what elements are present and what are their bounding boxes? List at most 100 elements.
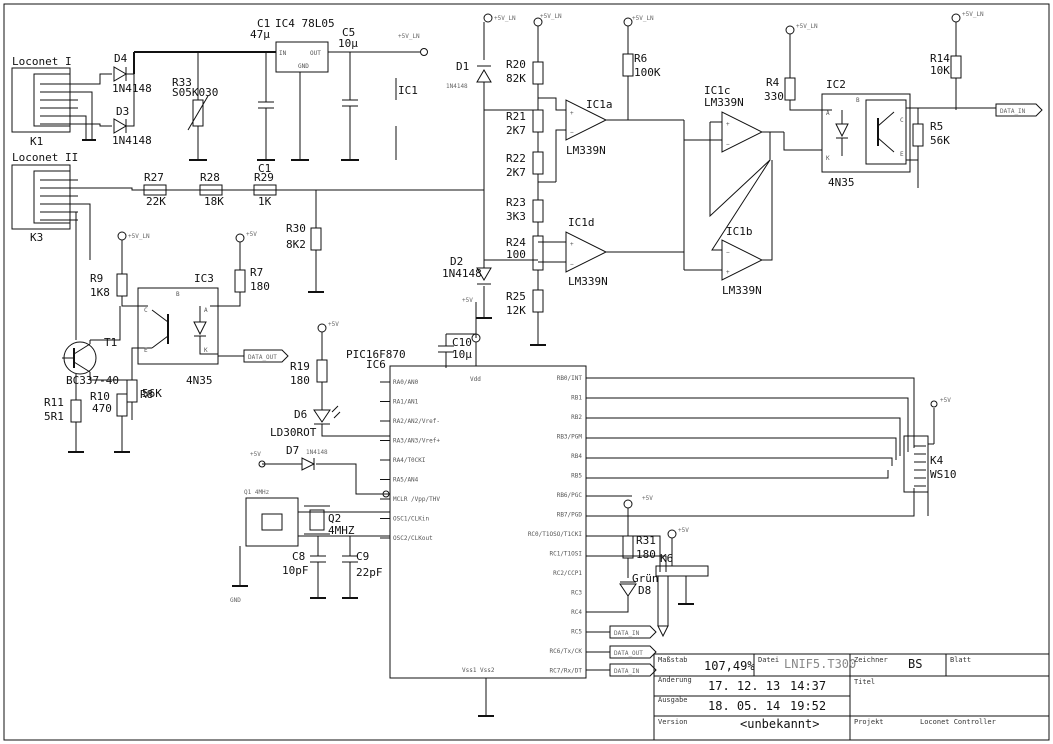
- svg-text:−: −: [726, 141, 730, 148]
- svg-text:DATA_OUT: DATA_OUT: [614, 650, 643, 657]
- pic-pin-right-label: RB1: [571, 395, 582, 402]
- sheet-border: [3, 3, 1050, 741]
- svg-text:IC3: IC3: [194, 272, 214, 285]
- svg-text:LD30ROT: LD30ROT: [270, 426, 317, 439]
- svg-text:470: 470: [92, 402, 112, 415]
- pic-pin-left-label: RA4/T0CKI: [393, 457, 426, 464]
- pic-pin-right-label: RC6/Tx/CK: [549, 648, 582, 655]
- pic-pin-right-label: RB5: [571, 473, 582, 480]
- comparator-ic1b: −+ IC1b LM339N: [684, 159, 773, 297]
- svg-text:+5V: +5V: [462, 297, 473, 304]
- svg-text:C: C: [144, 307, 148, 314]
- pic-pin-right-label: RB6/PGC: [557, 492, 583, 499]
- svg-text:LM339N: LM339N: [568, 275, 608, 288]
- svg-text:C10: C10: [452, 336, 472, 349]
- svg-text:Datei: Datei: [758, 656, 779, 664]
- svg-text:+5V_LN: +5V_LN: [962, 11, 984, 18]
- net-data-in-top: DATA_IN: [995, 103, 1043, 117]
- svg-text:<unbekannt>: <unbekannt>: [740, 717, 819, 731]
- svg-text:LM339N: LM339N: [722, 284, 762, 297]
- svg-text:107,49%: 107,49%: [704, 659, 755, 673]
- svg-text:Maßstab: Maßstab: [658, 656, 688, 664]
- svg-text:DATA_IN: DATA_IN: [1000, 108, 1026, 115]
- pic-pin-left-label: RA0/AN0: [393, 379, 419, 386]
- pic-pin-right-label: RB7/PGD: [557, 512, 583, 519]
- net-data-in-rc5: DATA_IN: [609, 625, 657, 639]
- svg-text:+5V_LN: +5V_LN: [128, 233, 150, 240]
- svg-text:2K7: 2K7: [506, 166, 526, 179]
- svg-text:Q1 4MHz: Q1 4MHz: [244, 489, 270, 496]
- pic-pin-right-label: RB0/INT: [557, 375, 583, 382]
- svg-text:10µ: 10µ: [452, 348, 472, 361]
- net-data-out-left: DATA_OUT: [243, 349, 289, 363]
- diode-d3: D3 1N4148: [112, 105, 152, 147]
- svg-text:IN: IN: [279, 50, 287, 57]
- svg-text:Projekt: Projekt: [854, 718, 884, 726]
- svg-text:Titel: Titel: [854, 678, 875, 686]
- svg-text:R5: R5: [930, 120, 943, 133]
- svg-text:E: E: [900, 151, 904, 158]
- svg-text:R8: R8: [140, 388, 153, 401]
- connector-k4: K4 WS10: [903, 408, 957, 516]
- svg-text:4N35: 4N35: [828, 176, 855, 189]
- svg-text:180: 180: [250, 280, 270, 293]
- pic-pin-right-label: RC7/Rx/DT: [549, 668, 582, 675]
- svg-text:R20: R20: [506, 58, 526, 71]
- loconet1-label: Loconet I: [12, 55, 72, 68]
- k3-label: K3: [30, 231, 43, 244]
- varistor-r33: R33 S05K030: [172, 52, 218, 160]
- svg-text:+: +: [726, 269, 730, 276]
- svg-text:DATA_OUT: DATA_OUT: [248, 354, 277, 361]
- svg-text:R23: R23: [506, 196, 526, 209]
- svg-text:B: B: [176, 291, 180, 298]
- svg-text:10pF: 10pF: [282, 564, 309, 577]
- capacitor-c1: C1 47µ C1: [250, 17, 274, 175]
- svg-text:Q2: Q2: [328, 512, 341, 525]
- svg-text:Änderung: Änderung: [658, 675, 692, 684]
- svg-text:10µ: 10µ: [338, 37, 358, 50]
- svg-text:18. 05. 14: 18. 05. 14: [708, 699, 780, 713]
- svg-text:IC2: IC2: [826, 78, 846, 91]
- svg-text:5R1: 5R1: [44, 410, 64, 423]
- svg-text:+5V_LN: +5V_LN: [540, 13, 562, 20]
- svg-text:R27: R27: [144, 171, 164, 184]
- svg-text:1K: 1K: [258, 195, 272, 208]
- svg-text:GND: GND: [230, 597, 241, 604]
- svg-text:330: 330: [764, 90, 784, 103]
- svg-text:1N4148: 1N4148: [442, 267, 482, 280]
- svg-text:C8: C8: [292, 550, 305, 563]
- svg-text:+: +: [570, 241, 574, 248]
- pic-pin-right-label: RB4: [571, 453, 582, 460]
- pic-pin-right-label: RC5: [571, 629, 582, 636]
- led-d8: Grün D8: [586, 572, 659, 613]
- resistor-r4: R4 330: [764, 34, 832, 111]
- capacitor-c5: C5 10µ: [338, 26, 358, 160]
- svg-text:R30: R30: [286, 222, 306, 235]
- svg-text:12K: 12K: [506, 304, 526, 317]
- pic-pin-right-label: RC1/T1OSI: [549, 551, 582, 558]
- comparator-ic1a: +− IC1a LM339N: [538, 97, 684, 182]
- svg-text:R19: R19: [290, 360, 310, 373]
- svg-text:LM339N: LM339N: [566, 144, 606, 157]
- svg-text:+5V_LN: +5V_LN: [632, 15, 654, 22]
- svg-text:IC4 78L05: IC4 78L05: [275, 17, 335, 30]
- crystal-q2: Q2 4MHZ: [304, 505, 355, 537]
- svg-text:D6: D6: [294, 408, 307, 421]
- svg-text:8K2: 8K2: [286, 238, 306, 251]
- pic-pin-left-label: RA5/AN4: [393, 477, 419, 484]
- resistor-r28: R28 18K: [199, 171, 224, 208]
- connector-k6: K6: [655, 538, 709, 638]
- pic-pin-right-label: RC3: [571, 590, 582, 597]
- svg-text:S05K030: S05K030: [172, 86, 218, 99]
- r8-value: 56K: [142, 387, 162, 400]
- svg-text:IC1c: IC1c: [704, 84, 731, 97]
- ic1-power: IC1: [395, 78, 418, 160]
- optocoupler-ic3: BCE AK IC3 4N35: [137, 272, 219, 387]
- svg-text:+5V_LN: +5V_LN: [796, 23, 818, 30]
- title-block: Maßstab 107,49% Datei LNIF5.T300 Zeichne…: [653, 653, 1050, 741]
- k1-label: K1: [30, 135, 43, 148]
- svg-text:R24: R24: [506, 236, 526, 249]
- svg-text:LM339N: LM339N: [704, 96, 744, 109]
- svg-text:R29: R29: [254, 171, 274, 184]
